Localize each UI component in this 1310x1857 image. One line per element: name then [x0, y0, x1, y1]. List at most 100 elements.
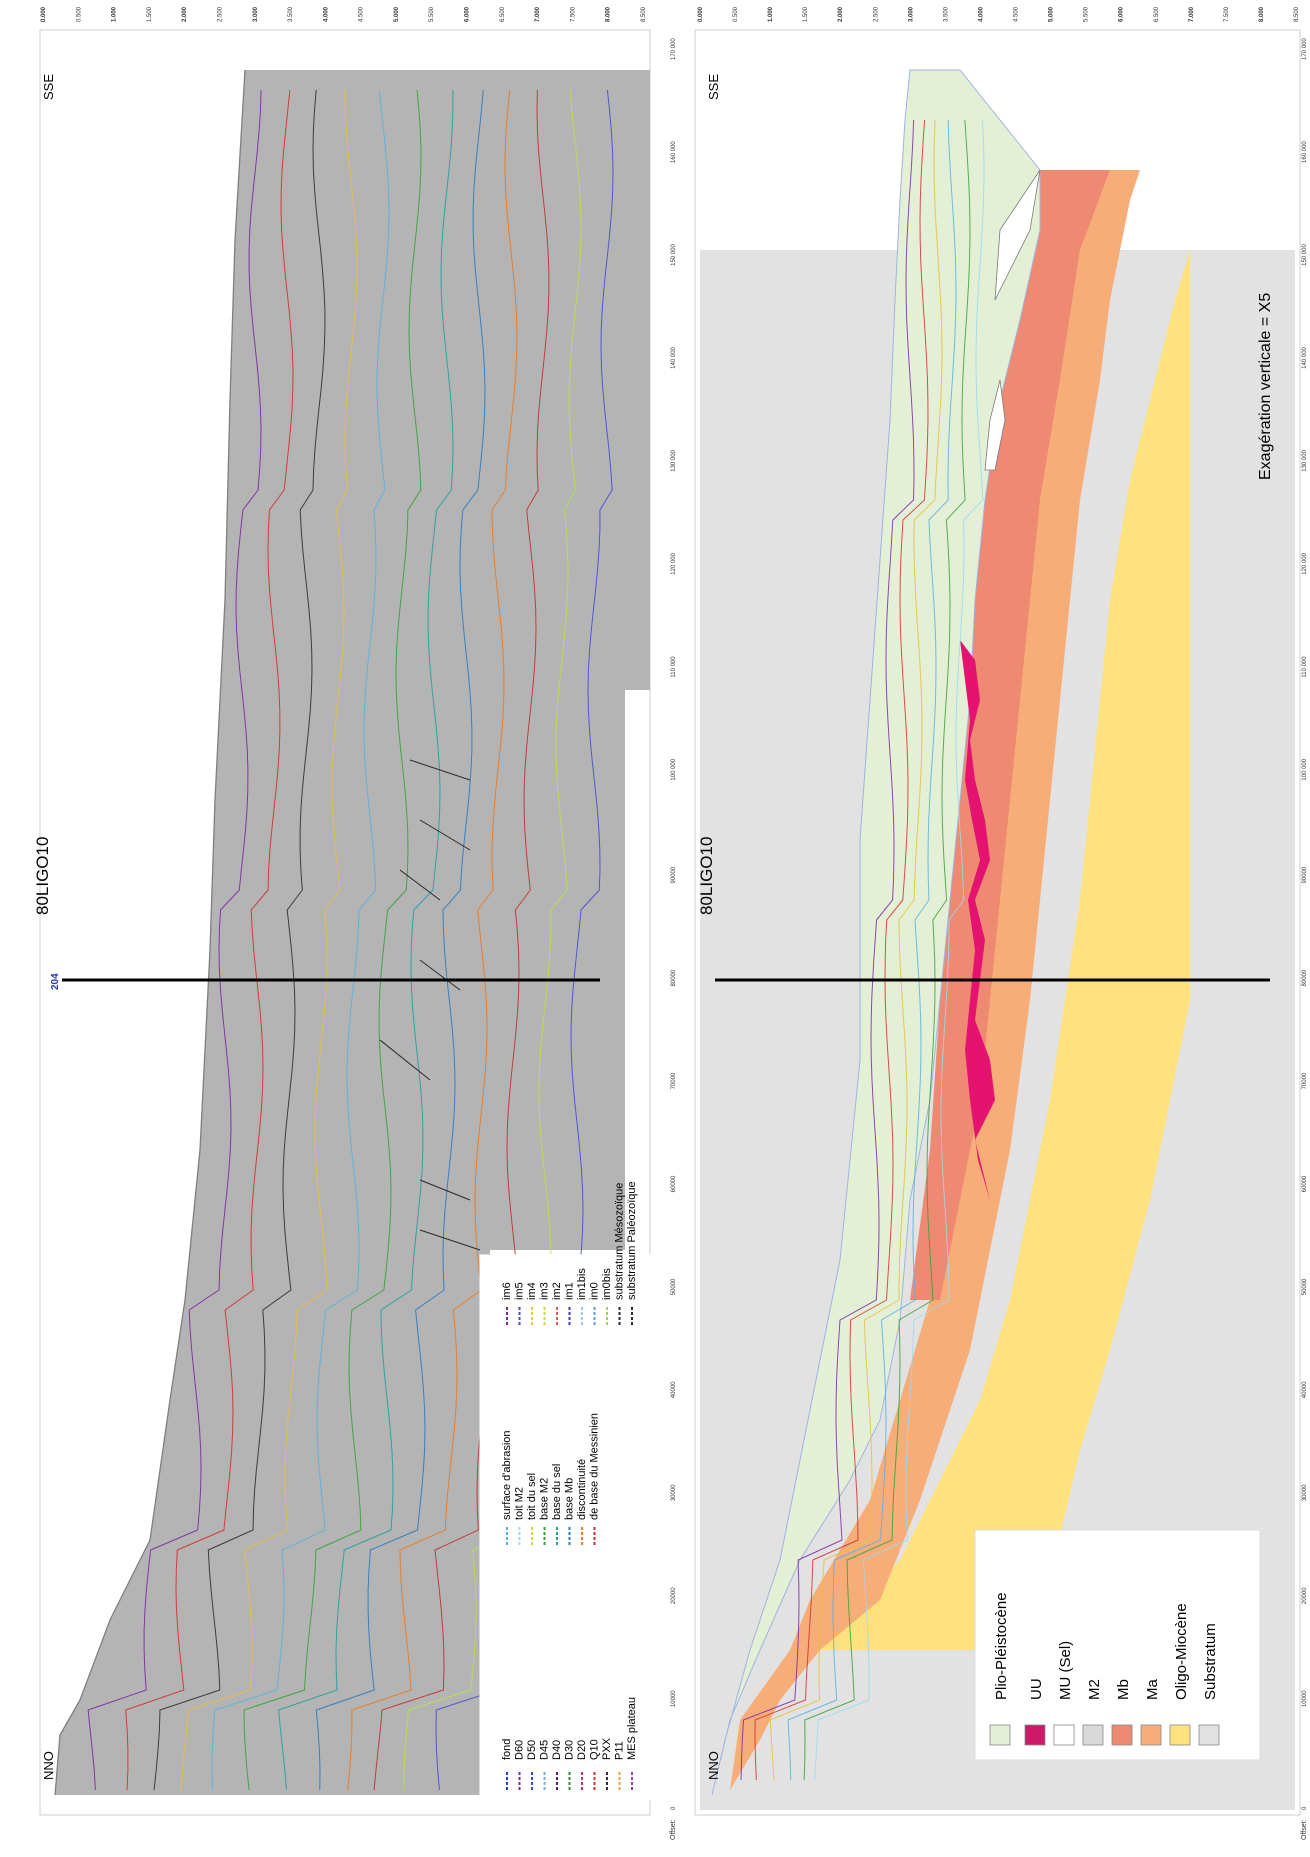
twt-right-tick-17: 8.500 [1294, 6, 1300, 22]
top-horizon-7 [315, 89, 486, 1791]
offset-bottom-tick-3: 30000 [1302, 1484, 1308, 1501]
top-legend-c2-label-0: surface d'abrasion [501, 1430, 513, 1520]
offset-top-tick-9: 90000 [671, 866, 677, 883]
offset-top-tick-15: 150 000 [671, 244, 677, 266]
bottom-legend-box [974, 1529, 1261, 1761]
offset-axis-label-0: Offset: [670, 1819, 677, 1840]
top-horizon-8 [347, 89, 518, 1791]
top-legend-c2-label-3: base M2 [539, 1478, 551, 1520]
bottom-horizon-3 [787, 119, 957, 1781]
bottom-legend-swatch-0 [989, 1724, 1011, 1746]
top-legend-c2-label-4: base du sel [551, 1464, 563, 1520]
twt-left-tick-2: 1.000 [112, 6, 118, 22]
twt-right-tick-8: 4.000 [978, 6, 984, 22]
bottom-legend-label-1: UU [1028, 1678, 1045, 1700]
twt-left-tick-0: 0.000 [41, 6, 47, 22]
bottom-horizon-0 [740, 119, 915, 1781]
top-horizon-3 [180, 89, 358, 1791]
top-legend-c1-label-6: D20 [576, 1740, 588, 1760]
top-legend-c1-label-1: D60 [514, 1740, 526, 1760]
bottom-legend-swatch-2 [1053, 1724, 1075, 1746]
top-fault-1 [419, 1179, 471, 1201]
offset-top-tick-12: 120 000 [671, 552, 677, 574]
top-horizon-4 [211, 89, 390, 1791]
twt-right-tick-3: 1.500 [803, 6, 809, 22]
offset-bottom-tick-15: 150 000 [1302, 244, 1308, 266]
twt-right-tick-16: 8.000 [1259, 6, 1265, 22]
top-horizon-0 [87, 89, 262, 1791]
twt-right-tick-0: 0.000 [698, 6, 704, 22]
offset-axis-top: 0100002000030000400005000060000700008000… [670, 38, 1308, 1840]
salt-mu-fill [984, 169, 1041, 471]
top-horizon-5 [243, 89, 422, 1791]
bottom-legend-label-0: Plio-Pléistocène [993, 1592, 1010, 1700]
twt-right-tick-1: 0.500 [733, 6, 739, 22]
top-legend-c3-label-8: im0bis [601, 1268, 613, 1300]
twt-right-tick-5: 2.500 [873, 6, 879, 22]
top-legend-c2-label-6: discontinuité [576, 1459, 588, 1520]
top-fault-4 [399, 869, 441, 901]
offset-top-tick-2: 20000 [671, 1587, 677, 1604]
seismic-data-area [55, 70, 650, 1795]
top-legend-box [479, 1254, 651, 1801]
twt-left-tick-8: 4.000 [323, 6, 329, 22]
bottom-legend-label-4: Mb [1115, 1679, 1132, 1700]
top-legend-c1-label-0: fond [501, 1739, 513, 1760]
twt-right-tick-13: 6.500 [1154, 6, 1160, 22]
offset-top-tick-8: 80000 [671, 969, 677, 986]
offset-bottom-tick-11: 110 000 [1302, 656, 1308, 678]
seafloor-line [54, 69, 246, 1796]
offset-bottom-tick-2: 20000 [1302, 1587, 1308, 1604]
offset-bottom-tick-17: 170 000 [1302, 38, 1308, 60]
bottom-legend-label-6: Oligo-Miocène [1173, 1603, 1190, 1700]
top-legend-c3-label-0: im6 [501, 1282, 513, 1300]
top-legend-c2-label-2: toit du sel [526, 1473, 538, 1520]
twt-right-tick-9: 4.500 [1014, 6, 1020, 22]
offset-bottom-tick-0: 0 [1302, 1806, 1308, 1810]
bottom-panel-frame [694, 29, 1301, 1816]
twt-right-tick-12: 6.000 [1119, 6, 1125, 22]
offset-bottom-tick-14: 140 000 [1302, 346, 1308, 368]
twt-left-tick-5: 2.500 [217, 6, 223, 22]
bottom-horizon-1 [754, 119, 929, 1781]
top-legend-c3-label-5: im1 [564, 1282, 576, 1300]
offset-bottom-tick-5: 50000 [1302, 1278, 1308, 1295]
twt-left-tick-3: 1.500 [147, 6, 153, 22]
top-fault-3 [419, 959, 461, 991]
top-legend-c2-label-1: toit M2 [514, 1487, 526, 1520]
well-marker: 204 [50, 973, 61, 990]
bottom-legend-swatch-7 [1198, 1724, 1220, 1746]
offset-bottom-tick-8: 80000 [1302, 969, 1308, 986]
twt-left-tick-7: 3.500 [288, 6, 294, 22]
twt-left-tick-12: 6.000 [465, 6, 471, 22]
ma-fill [730, 170, 1140, 1790]
offset-axis-bottom: 0100002000030000400005000060000700008000… [1302, 38, 1308, 1810]
top-horizon-6 [278, 90, 454, 1791]
offset-top-tick-11: 110 000 [671, 656, 677, 678]
top-legend-c1-label-7: Q10 [589, 1739, 601, 1760]
top-horizon-1 [125, 89, 294, 1791]
top-legend-c3-label-1: im5 [514, 1282, 526, 1300]
top-fault-2 [379, 1039, 431, 1081]
bottom-legend-label-5: Ma [1144, 1679, 1161, 1700]
bottom-horizon-5 [814, 119, 985, 1781]
top-legend-c1-label-4: D40 [551, 1740, 563, 1760]
end-label-top-right: SSE [41, 74, 56, 100]
offset-top-tick-4: 40000 [671, 1381, 677, 1398]
offset-top-tick-14: 140 000 [671, 346, 677, 368]
bottom-legend-swatch-3 [1082, 1724, 1104, 1746]
bottom-legend-swatch-1 [1024, 1724, 1046, 1746]
end-label-bottom-left: NNO [706, 1751, 721, 1780]
top-legend-c1-label-2: D50 [526, 1740, 538, 1760]
offset-bottom-tick-9: 90000 [1302, 866, 1308, 883]
end-label-bottom-right: SSE [706, 74, 721, 100]
oligo-miocene-fill [815, 250, 1190, 1650]
twt-right-tick-6: 3.000 [908, 6, 914, 22]
offset-top-tick-0: 0 [671, 1806, 677, 1810]
twt-left-tick-13: 6.500 [500, 6, 506, 22]
twt-left-tick-4: 2.000 [182, 6, 188, 22]
offset-top-tick-5: 50000 [671, 1278, 677, 1295]
